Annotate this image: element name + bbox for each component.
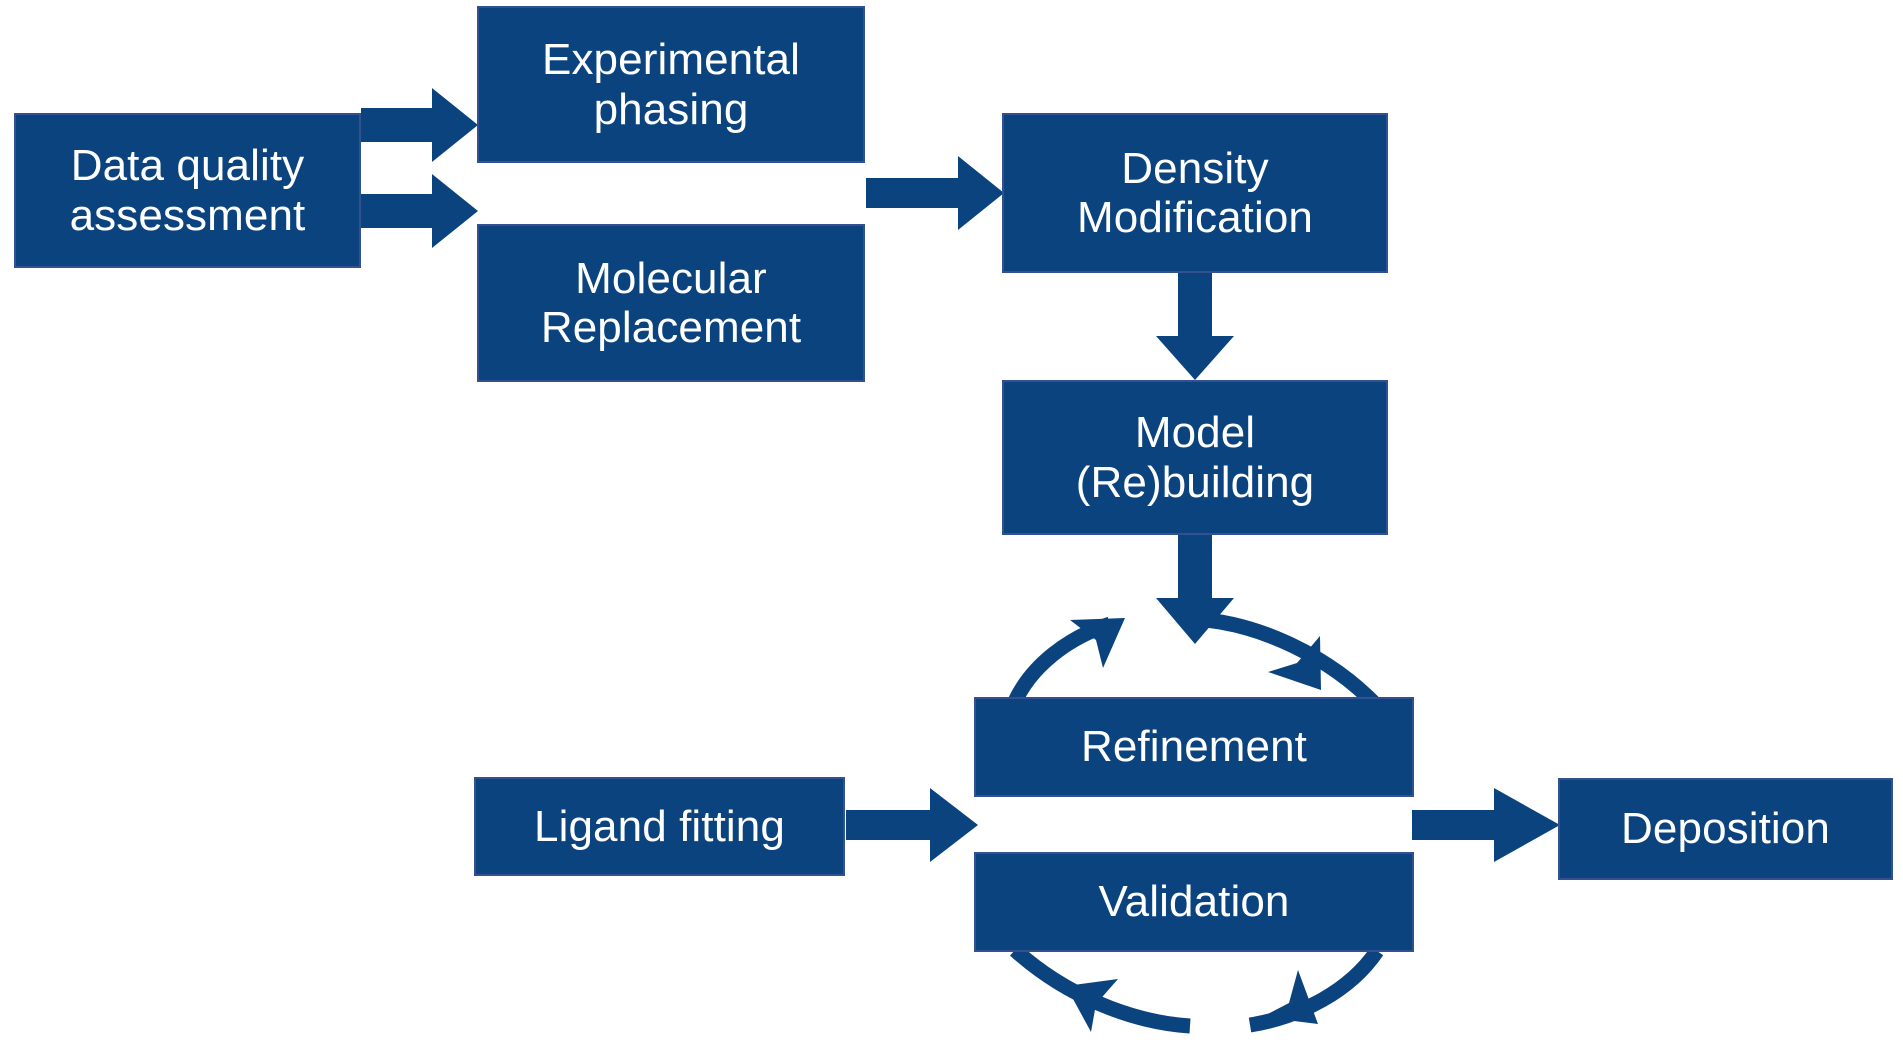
node-refinement-label: Refinement	[1080, 722, 1307, 772]
node-validation-label: Validation	[1098, 877, 1290, 927]
node-experimental-phasing-label: Experimental phasing	[542, 35, 800, 134]
node-data-quality-assessment-label: Data quality assessment	[69, 141, 306, 240]
node-refinement[interactable]: Refinement	[974, 697, 1414, 797]
node-deposition[interactable]: Deposition	[1558, 778, 1893, 880]
arrow-cycle-to-deposition	[1412, 788, 1560, 862]
node-density-modification-label: Density Modification	[1077, 143, 1313, 242]
cycle-arc-top-right	[1194, 611, 1383, 712]
node-validation[interactable]: Validation	[974, 852, 1414, 952]
node-experimental-phasing[interactable]: Experimental phasing	[477, 6, 865, 163]
node-density-modification[interactable]: Density Modification	[1002, 113, 1388, 273]
node-data-quality-assessment[interactable]: Data quality assessment	[14, 113, 361, 268]
node-ligand-fitting[interactable]: Ligand fitting	[474, 777, 845, 876]
arrow-data-quality-to-molecular-replacement	[361, 174, 478, 248]
arrow-ligand-fitting-to-cycle	[846, 788, 978, 862]
node-model-rebuilding-label: Model (Re)building	[1075, 408, 1315, 507]
arrow-model-rebuilding-to-cycle	[1156, 535, 1234, 644]
cycle-arc-bottom-right	[1248, 946, 1384, 1033]
cycle-arc-bottom-left	[1009, 944, 1191, 1034]
node-molecular-replacement[interactable]: Molecular Replacement	[477, 224, 865, 382]
arrow-phasing-to-density-modification	[866, 156, 1004, 230]
node-molecular-replacement-label: Molecular Replacement	[540, 253, 802, 352]
node-ligand-fitting-label: Ligand fitting	[534, 801, 785, 851]
arrow-density-modification-to-model-rebuilding	[1156, 273, 1234, 380]
cycle-arc-top-left	[1006, 616, 1125, 710]
node-model-rebuilding[interactable]: Model (Re)building	[1002, 380, 1388, 535]
node-deposition-label: Deposition	[1621, 804, 1830, 854]
arrow-data-quality-to-experimental-phasing	[361, 88, 478, 162]
